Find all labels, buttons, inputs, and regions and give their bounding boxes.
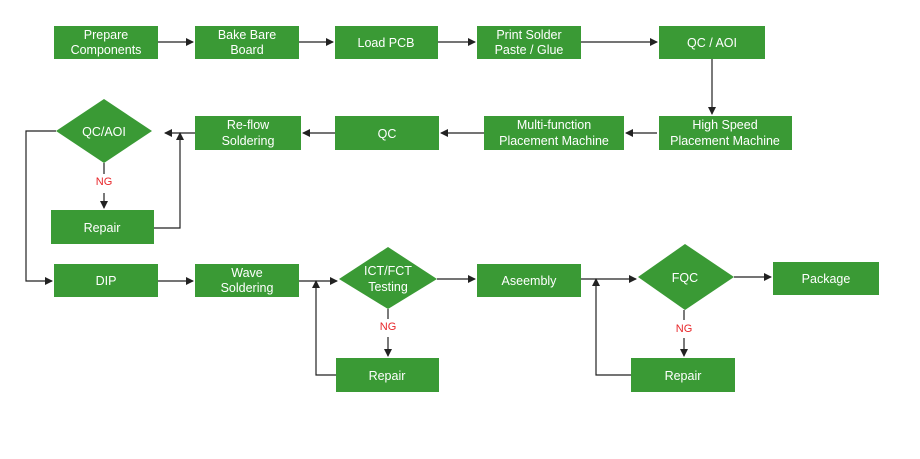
- svg-text:Repair: Repair: [369, 369, 406, 383]
- node-qc-aoi-1: QC / AOI: [659, 26, 765, 59]
- svg-text:ICT/FCT: ICT/FCT: [364, 264, 412, 278]
- svg-text:Re-flow: Re-flow: [227, 118, 270, 132]
- svg-text:Multi-function: Multi-function: [517, 118, 591, 132]
- node-aseembly: Aseembly: [477, 264, 581, 297]
- svg-text:Placement Machine: Placement Machine: [670, 134, 780, 148]
- arrow-repair3-to-fqc: [592, 278, 631, 376]
- node-prepare-components: Prepare Components: [54, 26, 158, 59]
- svg-text:QC: QC: [378, 127, 397, 141]
- node-bake-bare-board: Bake Bare Board: [195, 26, 299, 59]
- svg-text:Soldering: Soldering: [221, 281, 274, 295]
- node-fqc-decision: FQC: [638, 244, 734, 310]
- node-package: Package: [773, 262, 879, 295]
- svg-text:FQC: FQC: [672, 271, 698, 285]
- node-repair-3: Repair: [631, 358, 735, 392]
- svg-text:Prepare: Prepare: [84, 28, 129, 42]
- svg-text:Repair: Repair: [84, 221, 121, 235]
- ng-label-qcaoi2: NG: [96, 176, 113, 188]
- node-multi-function-placement: Multi-function Placement Machine: [484, 116, 624, 150]
- node-load-pcb: Load PCB: [335, 26, 438, 59]
- svg-text:Components: Components: [71, 43, 142, 57]
- arrow-repair1-to-qcaoi2: [154, 132, 184, 229]
- svg-text:Print Solder: Print Solder: [496, 28, 561, 42]
- svg-text:High Speed: High Speed: [692, 118, 757, 132]
- svg-text:DIP: DIP: [96, 274, 117, 288]
- svg-text:Board: Board: [230, 43, 263, 57]
- svg-text:Aseembly: Aseembly: [502, 274, 558, 288]
- ng-stub-lines: [103, 163, 685, 320]
- node-qc: QC: [335, 116, 439, 150]
- node-repair-2: Repair: [336, 358, 439, 392]
- svg-text:Repair: Repair: [665, 369, 702, 383]
- svg-text:Load PCB: Load PCB: [358, 36, 415, 50]
- svg-text:Soldering: Soldering: [222, 134, 275, 148]
- ng-label-ictfct: NG: [380, 321, 397, 333]
- node-reflow-soldering: Re-flow Soldering: [195, 116, 301, 150]
- node-high-speed-placement: High Speed Placement Machine: [659, 116, 792, 150]
- svg-text:QC/AOI: QC/AOI: [82, 125, 126, 139]
- node-qc-aoi-2-decision: QC/AOI: [56, 99, 152, 163]
- node-print-solder-paste: Print Solder Paste / Glue: [477, 26, 581, 59]
- node-ict-fct-testing-decision: ICT/FCT Testing: [339, 247, 437, 309]
- connectors: [25, 38, 772, 376]
- svg-text:Bake Bare: Bake Bare: [218, 28, 276, 42]
- ng-label-fqc: NG: [676, 323, 693, 335]
- svg-text:Package: Package: [802, 272, 851, 286]
- arrow-qcaoi2-to-dip: [25, 130, 56, 285]
- svg-text:Placement Machine: Placement Machine: [499, 134, 609, 148]
- svg-text:Wave: Wave: [231, 266, 263, 280]
- node-repair-1: Repair: [51, 210, 154, 244]
- svg-text:QC / AOI: QC / AOI: [687, 36, 737, 50]
- svg-text:Testing: Testing: [368, 280, 408, 294]
- arrow-repair2-to-ictfct: [312, 280, 336, 376]
- node-dip: DIP: [54, 264, 158, 297]
- svg-text:Paste / Glue: Paste / Glue: [495, 43, 564, 57]
- node-wave-soldering: Wave Soldering: [195, 264, 299, 297]
